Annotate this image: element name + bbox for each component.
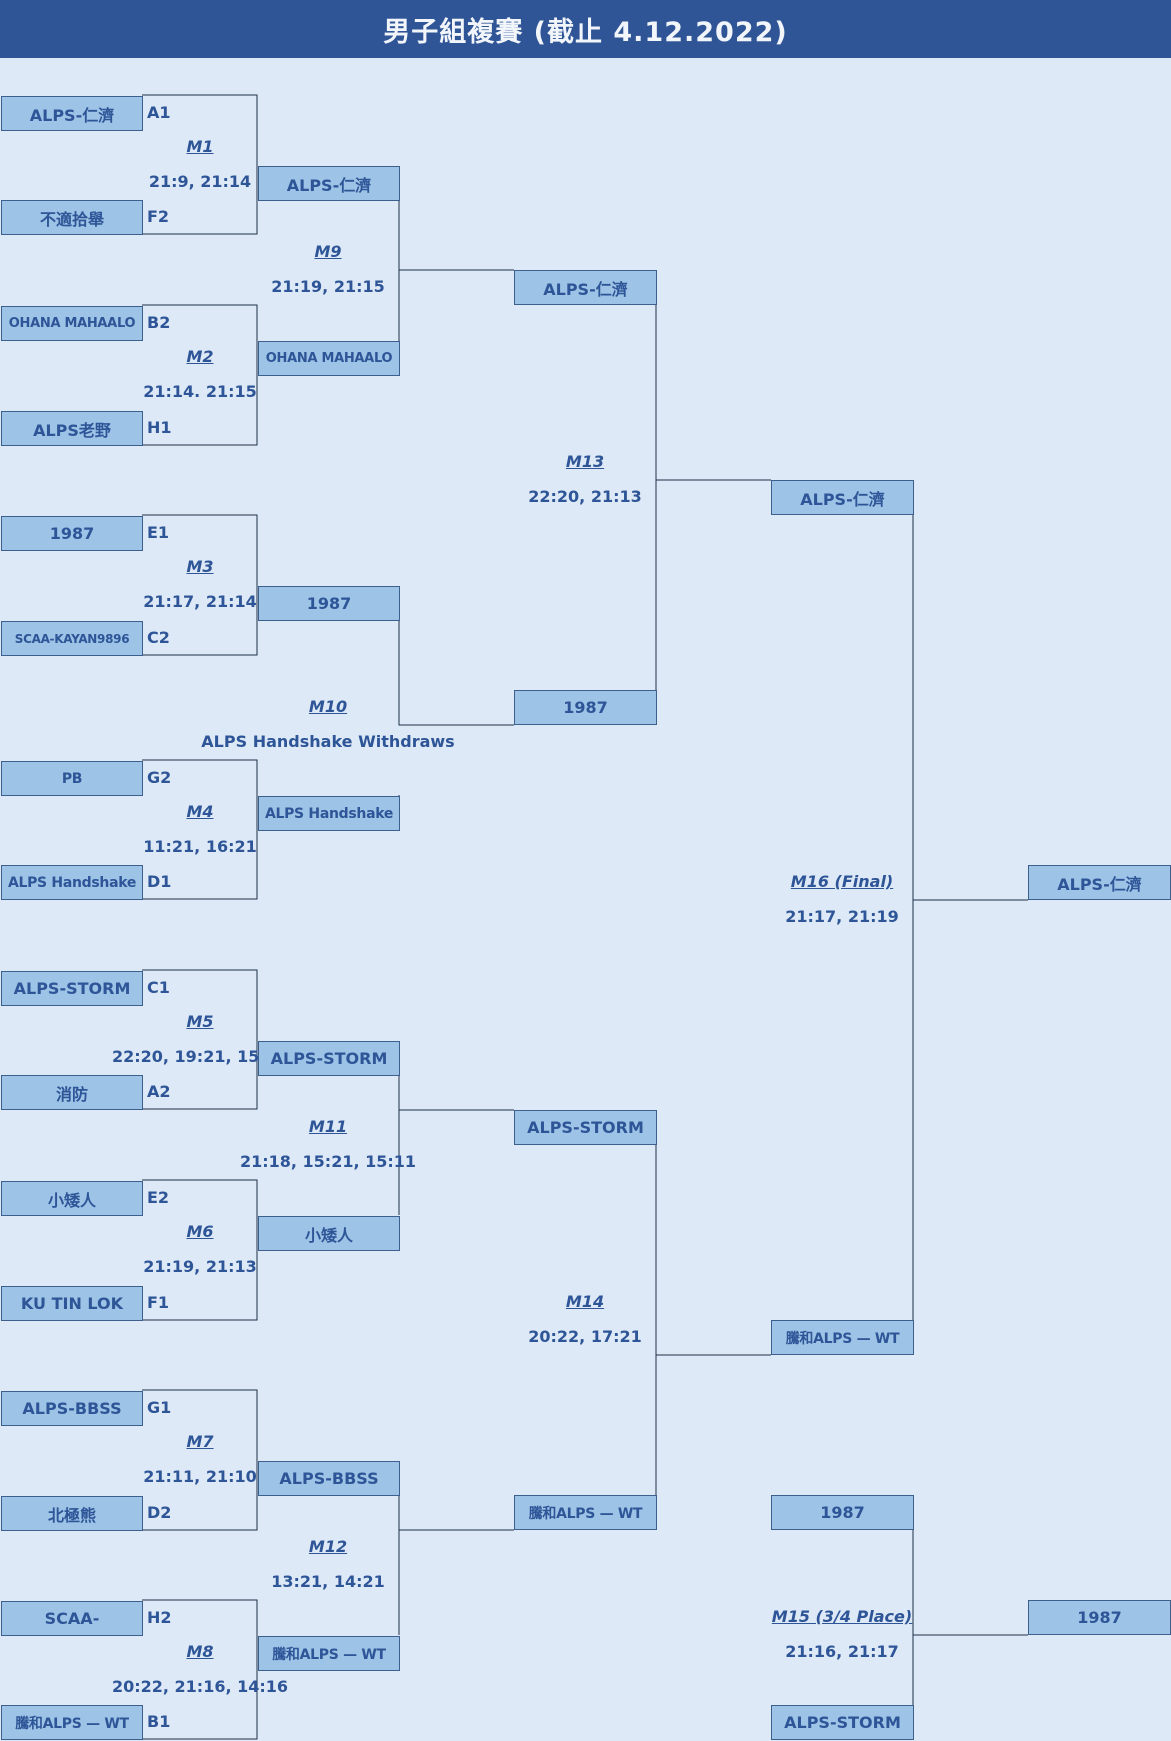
seed-label: E2 [147, 1188, 170, 1207]
match-label: M10 [308, 697, 348, 716]
match-score: 21:18, 15:21, 15:11 [239, 1152, 417, 1171]
seed-label: F2 [147, 207, 170, 226]
match-score: 21:9, 21:14 [148, 172, 252, 191]
team-box-r1: 不適拾舉 [1, 200, 143, 235]
match-score: 22:20, 19:21, 15:13 [111, 1047, 289, 1066]
seed-label: G1 [147, 1398, 172, 1417]
match-label: M9 [314, 242, 342, 261]
team-box-r1: ALPS-BBSS [1, 1391, 143, 1426]
seed-label: D1 [147, 872, 172, 891]
match-score: 20:22, 17:21 [528, 1327, 642, 1346]
team-box-r1: 北極熊 [1, 1496, 143, 1531]
team-box-r1: ALPS老野 [1, 411, 143, 446]
team-box-r4: 騰和ALPS — WT [771, 1320, 914, 1355]
seed-label: D2 [147, 1503, 172, 1522]
match-score-third-place: 21:16, 21:17 [785, 1642, 899, 1661]
match-label: M3 [186, 557, 214, 576]
match-score: 21:19, 21:13 [143, 1257, 257, 1276]
match-label: M12 [308, 1537, 348, 1556]
match-label: M13 [565, 452, 605, 471]
seed-label: G2 [147, 768, 172, 787]
champion-box: ALPS-仁濟 [1028, 865, 1171, 900]
team-box-r3: 1987 [514, 690, 657, 725]
seed-label: B1 [147, 1712, 171, 1731]
match-label: M6 [186, 1222, 214, 1241]
team-box-third-place: ALPS-STORM [771, 1705, 914, 1740]
seed-label: F1 [147, 1293, 170, 1312]
team-box-r2: ALPS Handshake [258, 796, 400, 831]
match-label-third-place: M15 (3/4 Place) [771, 1607, 913, 1626]
match-label: M11 [308, 1117, 348, 1136]
match-score: 21:14. 21:15 [143, 382, 257, 401]
match-label: M2 [186, 347, 214, 366]
match-score: 11:21, 16:21 [143, 837, 257, 856]
team-box-r1: ALPS-STORM [1, 971, 143, 1006]
match-label: M14 [565, 1292, 605, 1311]
match-label: M5 [186, 1012, 214, 1031]
seed-label: B2 [147, 313, 171, 332]
seed-label: A2 [147, 1082, 171, 1101]
match-score-final: 21:17, 21:19 [785, 907, 899, 926]
match-label-final: M16 (Final) [790, 872, 894, 891]
team-box-r1: 1987 [1, 516, 143, 551]
team-box-r2: 1987 [258, 586, 400, 621]
team-box-r1: 騰和ALPS — WT [1, 1705, 143, 1740]
team-box-r3: 騰和ALPS — WT [514, 1495, 657, 1530]
match-label: M1 [186, 137, 214, 156]
team-box-r2: 小矮人 [258, 1216, 400, 1251]
match-score: 21:11, 21:10 [143, 1467, 257, 1486]
match-score: 22:20, 21:13 [528, 487, 642, 506]
team-box-third-place: 1987 [771, 1495, 914, 1530]
team-box-r1: KU TIN LOK [1, 1286, 143, 1321]
match-score: 20:22, 21:16, 14:16 [111, 1677, 289, 1696]
match-label: M8 [186, 1642, 214, 1661]
team-box-r3: ALPS-STORM [514, 1110, 657, 1145]
match-score: 21:19, 21:15 [271, 277, 385, 296]
team-box-r1: SCAA- [1, 1601, 143, 1636]
seed-label: H2 [147, 1608, 172, 1627]
match-score: ALPS Handshake Withdraws [201, 732, 455, 751]
seed-label: C1 [147, 978, 170, 997]
team-box-r1: SCAA-KAYAN9896 [1, 621, 143, 656]
match-score: 13:21, 14:21 [271, 1572, 385, 1591]
team-box-r1: PB [1, 761, 143, 796]
team-box-r1: 小矮人 [1, 1181, 143, 1216]
team-box-r2: OHANA MAHAALO [258, 341, 400, 376]
match-label: M4 [186, 802, 214, 821]
third-place-winner-box: 1987 [1028, 1600, 1171, 1635]
team-box-r1: 消防 [1, 1075, 143, 1110]
team-box-r1: ALPS-仁濟 [1, 96, 143, 131]
seed-label: A1 [147, 103, 171, 122]
team-box-r2: 騰和ALPS — WT [258, 1636, 400, 1671]
team-box-r1: OHANA MAHAALO [1, 306, 143, 341]
seed-label: C2 [147, 628, 170, 647]
match-label: M7 [186, 1432, 214, 1451]
seed-label: H1 [147, 418, 172, 437]
match-score: 21:17, 21:14 [143, 592, 257, 611]
page-title: 男子組複賽 (截止 4.12.2022) [0, 0, 1171, 58]
team-box-r2: ALPS-BBSS [258, 1461, 400, 1496]
team-box-r1: ALPS Handshake [1, 865, 143, 900]
team-box-r3: ALPS-仁濟 [514, 270, 657, 305]
team-box-r4: ALPS-仁濟 [771, 480, 914, 515]
seed-label: E1 [147, 523, 170, 542]
team-box-r2: ALPS-仁濟 [258, 166, 400, 201]
team-box-r2: ALPS-STORM [258, 1041, 400, 1076]
